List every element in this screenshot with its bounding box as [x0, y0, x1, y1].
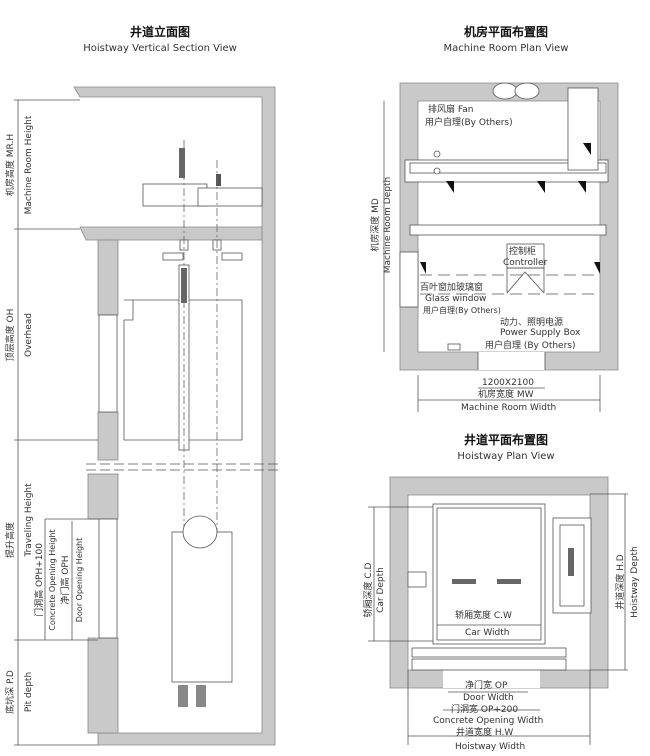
- svg-text:门洞宽 OP+200: 门洞宽 OP+200: [451, 703, 518, 715]
- svg-text:机房宽度 MW: 机房宽度 MW: [478, 388, 534, 400]
- svg-text:用户自理 (By Others): 用户自理 (By Others): [485, 339, 576, 351]
- hoistway-plan: 井道平面布置图 Hoistway Plan View 轿厢宽度 C.W Car …: [362, 432, 640, 752]
- fan-icon: [492, 82, 518, 100]
- hp-title-cn: 井道平面布置图: [464, 432, 548, 447]
- svg-text:Machine Room Depth: Machine Room Depth: [383, 177, 393, 273]
- svg-text:Door Opening Height: Door Opening Height: [75, 538, 84, 623]
- svg-text:百叶窗加玻璃窗: 百叶窗加玻璃窗: [420, 281, 483, 293]
- svg-text:用户自理(By Others): 用户自理(By Others): [425, 116, 513, 128]
- svg-text:Car Depth: Car Depth: [376, 567, 386, 613]
- svg-text:Machine Room Height: Machine Room Height: [24, 115, 34, 214]
- svg-text:净门宽 OP: 净门宽 OP: [465, 679, 508, 691]
- svg-text:Concrete Opening Height: Concrete Opening Height: [48, 529, 57, 630]
- section-labels: 机房高度 MR.H Machine Room Height 顶层高度 OH Ov…: [4, 115, 84, 714]
- svg-text:Machine Room Width: Machine Room Width: [461, 403, 556, 413]
- svg-text:控制柜: 控制柜: [509, 245, 536, 257]
- section-title-cn: 井道立面图: [130, 24, 190, 39]
- svg-text:Hoistway Width: Hoistway Width: [455, 742, 525, 752]
- svg-text:净门高 OPH: 净门高 OPH: [59, 555, 71, 604]
- svg-text:Controller: Controller: [503, 258, 548, 268]
- car: [123, 264, 243, 451]
- svg-text:Traveling Height: Traveling Height: [24, 483, 34, 558]
- svg-text:机房高度 MR.H: 机房高度 MR.H: [4, 134, 16, 196]
- hp-title-en: Hoistway Plan View: [457, 451, 554, 462]
- svg-text:动力、照明电源: 动力、照明电源: [500, 316, 563, 328]
- mr-title-en: Machine Room Plan View: [444, 43, 569, 54]
- machine-room-plan: 机房平面布置图 Machine Room Plan View 排风扇 Fan 用…: [369, 24, 619, 413]
- machine-beam: [142, 148, 263, 261]
- governor-icon: [216, 174, 221, 186]
- svg-text:井道深度 H.D: 井道深度 H.D: [614, 554, 626, 609]
- svg-text:Hoistway Depth: Hoistway Depth: [630, 546, 640, 617]
- svg-text:轿厢深度 C.D: 轿厢深度 C.D: [362, 562, 374, 617]
- svg-text:门洞高 OPH+100: 门洞高 OPH+100: [33, 543, 45, 617]
- svg-text:Concrete Opening Width: Concrete Opening Width: [433, 716, 543, 726]
- section-title-en: Hoistway Vertical Section View: [83, 43, 237, 54]
- counterweight: [171, 515, 233, 683]
- svg-text:Power Supply Box: Power Supply Box: [500, 328, 581, 338]
- svg-text:1200X2100: 1200X2100: [482, 378, 534, 388]
- buffers: [178, 685, 206, 707]
- svg-text:Pit depth: Pit depth: [24, 672, 34, 712]
- svg-text:Car Width: Car Width: [465, 628, 510, 638]
- hoistway-section-view: 井道立面图 Hoistway Vertical Section View 机: [4, 24, 280, 746]
- svg-text:用户自理(By Others): 用户自理(By Others): [423, 305, 501, 315]
- svg-text:井道宽度 H.W: 井道宽度 H.W: [456, 726, 513, 738]
- svg-text:排风扇 Fan: 排风扇 Fan: [428, 103, 473, 115]
- mr-title-cn: 机房平面布置图: [464, 24, 548, 39]
- traction-machine-icon: [179, 148, 185, 178]
- svg-text:Door Width: Door Width: [463, 693, 514, 703]
- section-dimensions: [14, 99, 98, 746]
- svg-text:轿厢宽度 C.W: 轿厢宽度 C.W: [455, 609, 512, 621]
- svg-text:底坑深 P.D: 底坑深 P.D: [4, 670, 16, 714]
- svg-text:机房深度 MD: 机房深度 MD: [369, 198, 381, 252]
- svg-text:提升高度: 提升高度: [4, 522, 16, 558]
- svg-text:Overhead: Overhead: [24, 313, 34, 357]
- walls: [73, 86, 280, 746]
- svg-text:顶层高度 OH: 顶层高度 OH: [4, 309, 16, 362]
- svg-text:Glass window: Glass window: [425, 294, 486, 304]
